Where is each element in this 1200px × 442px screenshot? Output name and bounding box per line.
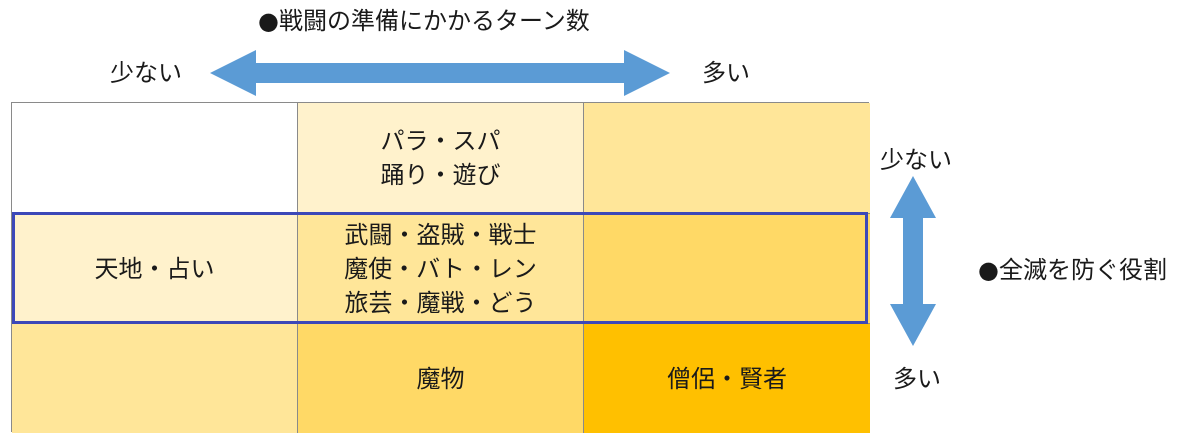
vertical-arrow-shape bbox=[890, 176, 936, 346]
horizontal-arrow-shape bbox=[210, 50, 670, 96]
matrix-cell-r3-c2: 魔物 bbox=[298, 324, 584, 433]
horizontal-axis-title: ●戦闘の準備にかかるターン数 bbox=[258, 7, 590, 35]
horizontal-double-arrow-icon bbox=[210, 50, 670, 96]
cell-label: パラ・スパ 踊り・遊び bbox=[380, 127, 501, 189]
cell-label: 天地・占い bbox=[94, 254, 215, 283]
vertical-axis-low-label: 少ない bbox=[880, 146, 952, 174]
matrix-cell-r3-c1 bbox=[12, 324, 298, 433]
matrix-cell-r2-c3 bbox=[584, 214, 870, 324]
cell-label: 武闘・盗賊・戦士 魔使・バト・レン 旅芸・魔戦・どう bbox=[344, 220, 537, 317]
matrix-cell-r2-c1: 天地・占い bbox=[12, 214, 298, 324]
matrix-cell-r3-c3: 僧侶・賢者 bbox=[584, 324, 870, 433]
matrix-cell-r1-c3 bbox=[584, 103, 870, 214]
vertical-double-arrow-icon bbox=[890, 176, 936, 346]
role-matrix: パラ・スパ 踊り・遊び 天地・占い 武闘・盗賊・戦士 魔使・バト・レン 旅芸・魔… bbox=[11, 102, 870, 433]
matrix-cell-r1-c2: パラ・スパ 踊り・遊び bbox=[298, 103, 584, 214]
cell-label: 魔物 bbox=[416, 364, 465, 393]
cell-label: 僧侶・賢者 bbox=[667, 364, 787, 393]
matrix-cell-r1-c1 bbox=[12, 103, 298, 214]
vertical-axis-title: ●全滅を防ぐ役割 bbox=[978, 256, 1167, 284]
matrix-cell-r2-c2: 武闘・盗賊・戦士 魔使・バト・レン 旅芸・魔戦・どう bbox=[298, 214, 584, 324]
horizontal-axis-low-label: 少ない bbox=[110, 59, 182, 87]
horizontal-axis-high-label: 多い bbox=[702, 59, 750, 87]
vertical-axis-high-label: 多い bbox=[893, 365, 941, 393]
